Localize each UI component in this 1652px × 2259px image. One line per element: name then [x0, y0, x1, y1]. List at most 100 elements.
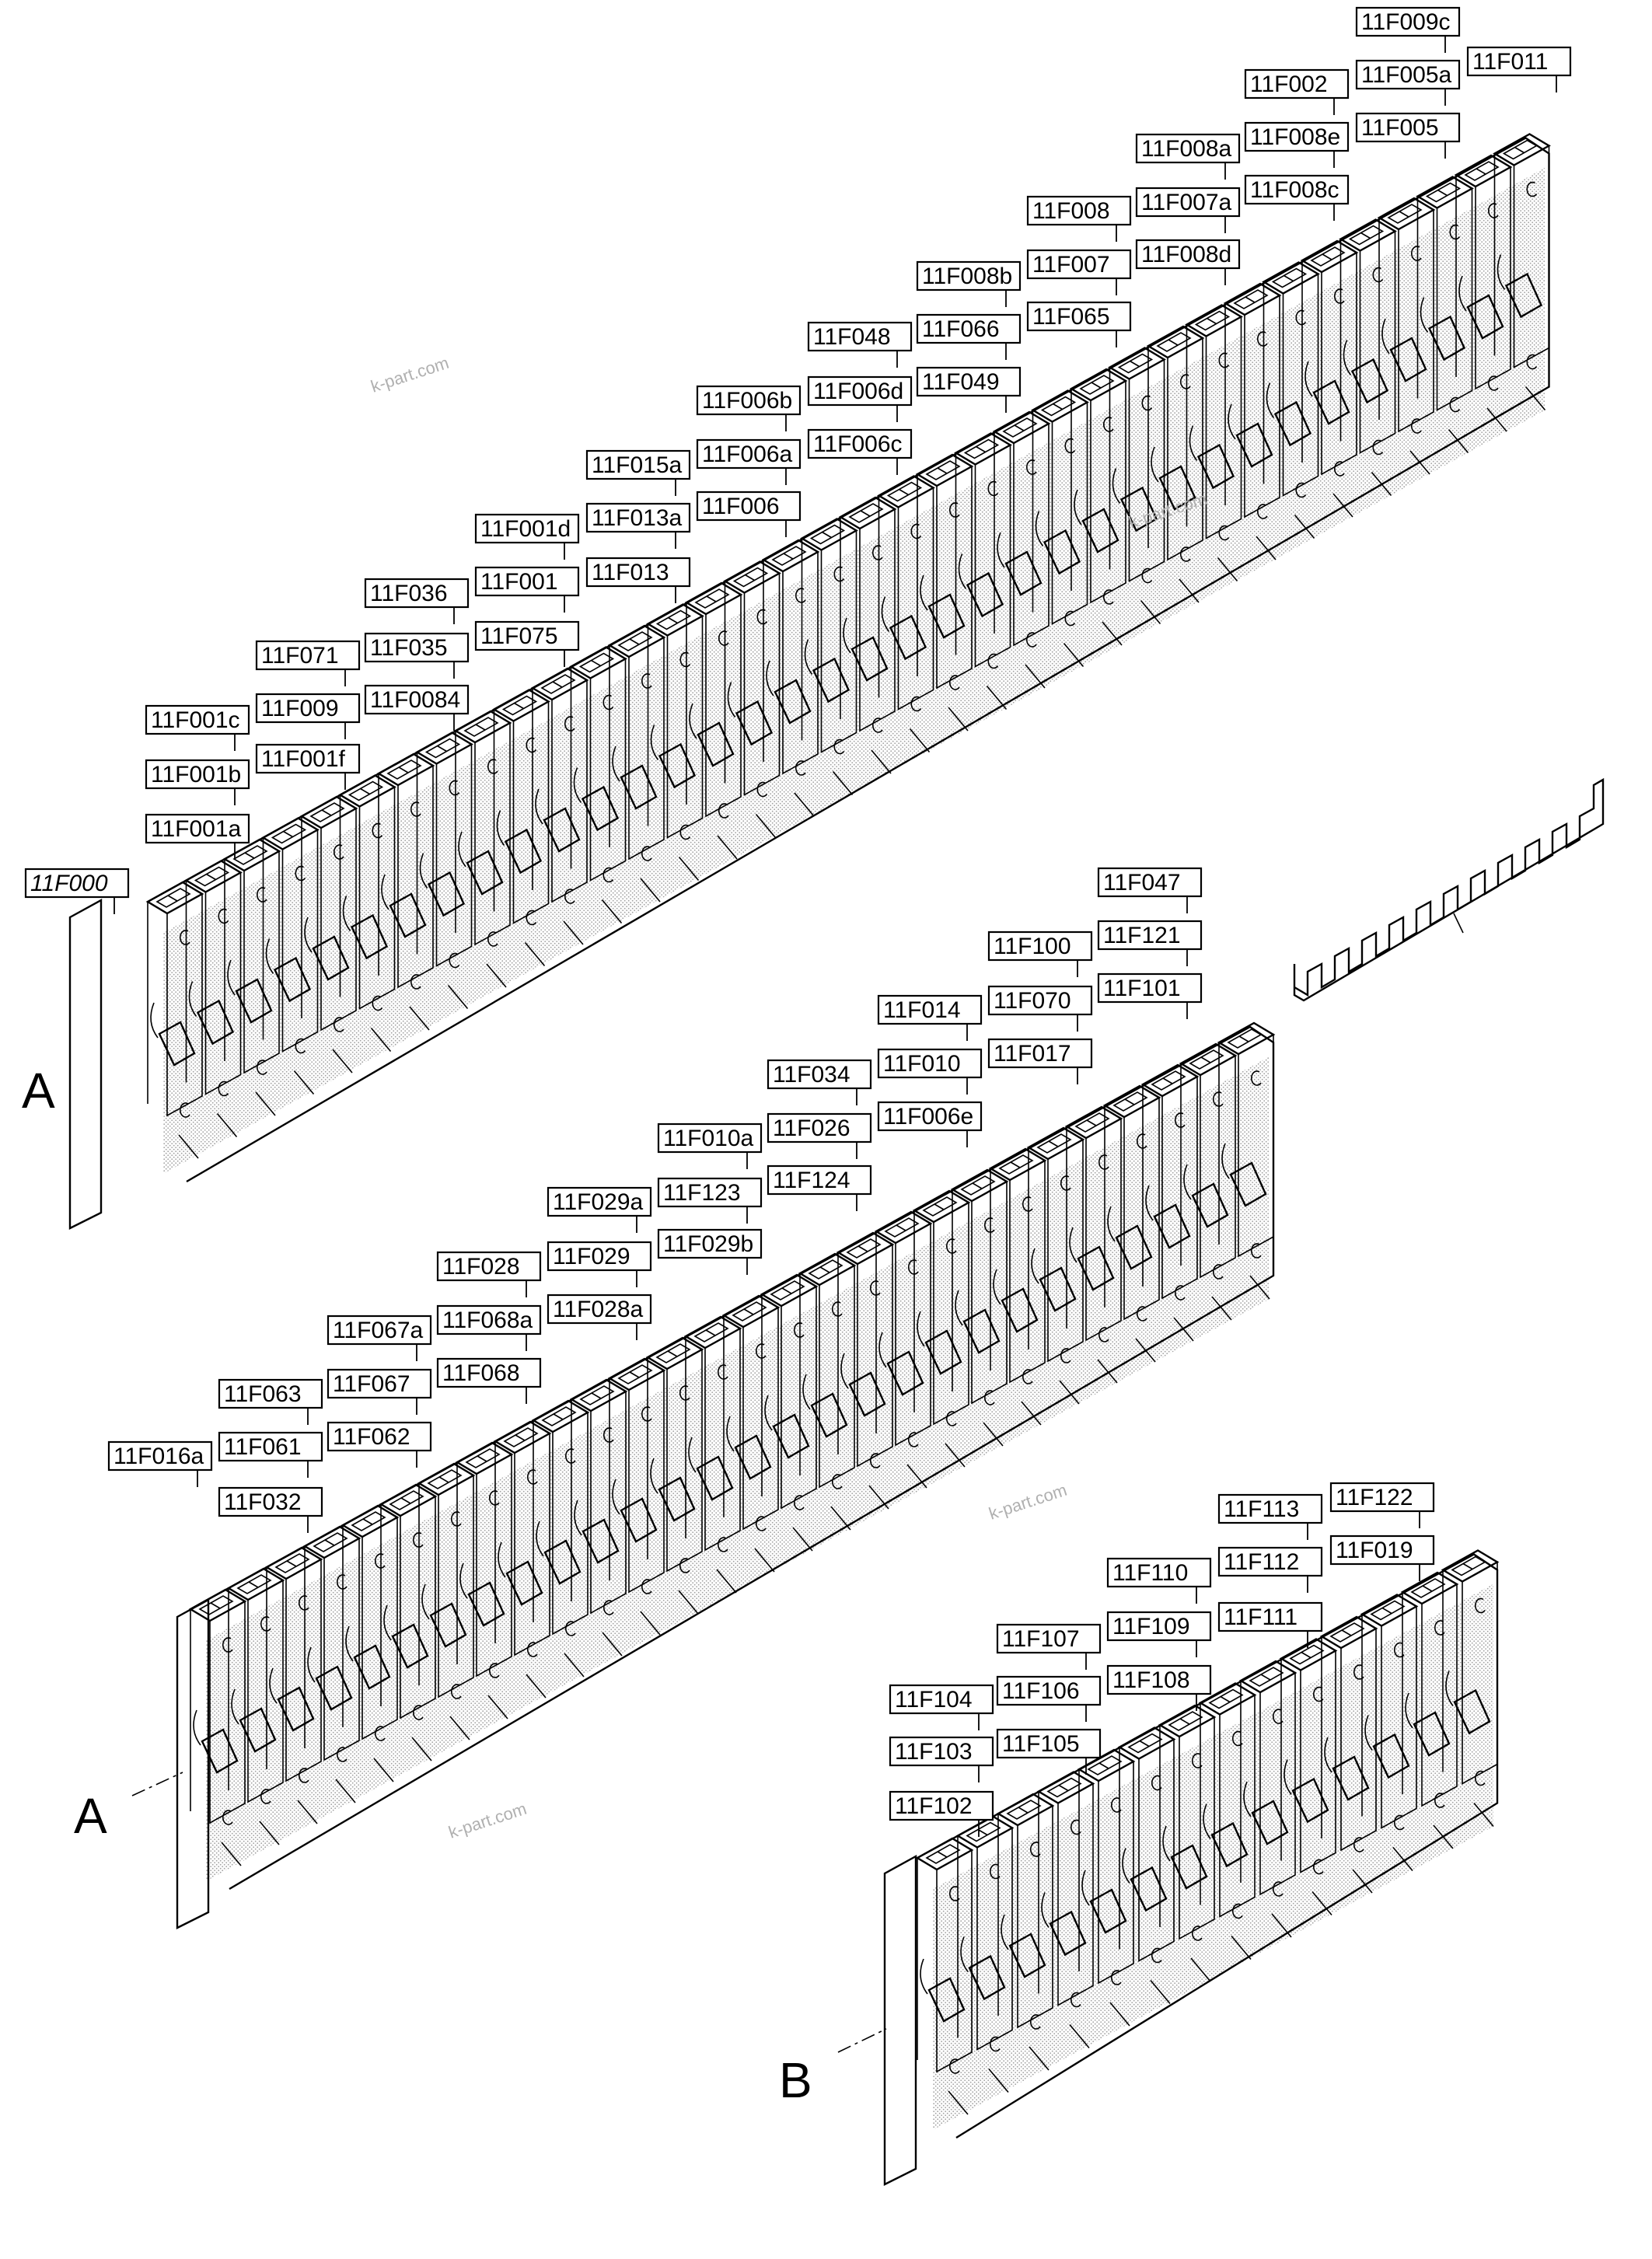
breaker-module: [531, 1399, 590, 1678]
svg-text:11F071: 11F071: [261, 643, 339, 669]
part-label: 11F110: [1106, 1557, 1212, 1604]
svg-text:11F048: 11F048: [813, 324, 891, 350]
breaker-module: [954, 432, 1012, 711]
svg-text:11F013a: 11F013a: [592, 505, 683, 531]
part-label: 11F001: [474, 566, 580, 613]
assembly-a-mid-labels: 11F016a11F03211F06111F06311F06211F06711F…: [107, 867, 1203, 1533]
breaker-module: [1319, 1615, 1378, 1894]
svg-text:11F108: 11F108: [1112, 1667, 1190, 1693]
part-label: 11F009: [255, 693, 361, 739]
part-label: 11F100: [987, 930, 1093, 977]
svg-text:11F009c: 11F009c: [1361, 9, 1451, 35]
breaker-module: [417, 1462, 476, 1741]
svg-text:11F016a: 11F016a: [114, 1444, 204, 1469]
breaker-module: [569, 646, 627, 924]
part-label: 11F111: [1217, 1601, 1323, 1648]
part-label: 11F019: [1329, 1535, 1435, 1581]
part-label: 11F010: [877, 1048, 983, 1095]
breaker-module: [302, 1525, 361, 1803]
svg-text:11F001b: 11F001b: [151, 762, 241, 787]
busbar-comb: [1293, 777, 1605, 1002]
breaker-module: [1360, 1594, 1419, 1872]
part-label: 11F065: [1026, 301, 1132, 347]
section-letter-a-mid: A: [74, 1788, 107, 1844]
a-mid-indicator-line: [131, 1772, 183, 1796]
svg-text:11F010: 11F010: [883, 1051, 961, 1077]
breaker-module: [988, 1147, 1047, 1426]
breaker-module: [838, 496, 897, 774]
breaker-module: [1300, 239, 1359, 518]
svg-text:11F121: 11F121: [1103, 923, 1181, 948]
breaker-module: [492, 689, 550, 967]
svg-text:11F035: 11F035: [370, 635, 448, 661]
svg-text:11F019: 11F019: [1336, 1538, 1413, 1563]
part-label: 11F108: [1106, 1664, 1212, 1711]
svg-text:11F0084: 11F0084: [370, 687, 460, 713]
svg-text:11F028: 11F028: [442, 1254, 520, 1280]
svg-text:11F001a: 11F001a: [151, 816, 242, 842]
part-label: 11F006c: [807, 428, 913, 475]
svg-text:11F068a: 11F068a: [442, 1308, 533, 1333]
svg-text:11F065: 11F065: [1032, 304, 1110, 330]
breaker-module: [992, 410, 1051, 689]
part-label: 11F010a: [657, 1123, 763, 1169]
breaker-module: [836, 1231, 895, 1510]
part-label: 11F001d: [474, 513, 580, 560]
breaker-module: [1102, 1084, 1161, 1363]
breaker-module: [453, 710, 512, 988]
svg-text:11F026: 11F026: [773, 1116, 850, 1141]
breaker-module: [1339, 218, 1397, 497]
breaker-module: [1146, 325, 1205, 603]
breaker-module: [1158, 1704, 1217, 1982]
breaker-module: [607, 1357, 666, 1636]
svg-text:11F001c: 11F001c: [151, 707, 240, 733]
part-label: 11F013: [585, 557, 691, 603]
breaker-module: [874, 1210, 933, 1489]
part-label: 11F017: [987, 1038, 1093, 1084]
part-label: 11F075: [474, 620, 580, 667]
breaker-module: [188, 1588, 247, 1866]
svg-text:11F008a: 11F008a: [1141, 136, 1232, 162]
svg-text:11F036: 11F036: [370, 581, 448, 606]
svg-text:11F029a: 11F029a: [553, 1189, 644, 1215]
part-label: 11F016a: [107, 1440, 213, 1487]
breaker-module: [1108, 347, 1166, 625]
part-label: 11F067: [327, 1368, 432, 1415]
part-label: 11F008b: [916, 260, 1022, 307]
part-label: 11F001a: [145, 813, 250, 860]
svg-text:11F104: 11F104: [895, 1687, 973, 1713]
svg-text:11F032: 11F032: [224, 1489, 302, 1515]
part-label: 11F121: [1097, 920, 1203, 966]
svg-text:11F005a: 11F005a: [1361, 62, 1452, 88]
part-label: 11F112: [1217, 1546, 1323, 1593]
svg-text:11F006c: 11F006c: [813, 431, 903, 457]
watermark-3: k-part.com: [987, 1480, 1070, 1524]
breaker-module: [1069, 368, 1128, 646]
part-label: 11F007a: [1135, 187, 1241, 233]
breaker-module: [1441, 1549, 1500, 1828]
breaker-module: [299, 795, 358, 1074]
breaker-module: [955, 1815, 1015, 2093]
svg-text:11F106: 11F106: [1002, 1678, 1080, 1704]
svg-text:11F111: 11F111: [1224, 1604, 1298, 1630]
breaker-module: [493, 1420, 552, 1699]
part-label: 11F113: [1217, 1493, 1323, 1540]
svg-text:11F034: 11F034: [773, 1062, 850, 1088]
svg-text:11F006a: 11F006a: [702, 442, 793, 467]
part-label: 11F009c: [1355, 6, 1461, 53]
breaker-module: [761, 539, 820, 817]
part-label: 11F029b: [657, 1228, 763, 1275]
breaker-module: [1377, 197, 1436, 475]
part-label: 11F002: [1244, 68, 1350, 115]
part-label: 11F001f: [255, 743, 361, 790]
svg-text:11F007: 11F007: [1032, 252, 1110, 278]
part-label: 11F000: [24, 868, 130, 914]
part-label: 11F014: [877, 994, 983, 1041]
part-label: 11F104: [889, 1684, 994, 1730]
breaker-module: [721, 1294, 781, 1573]
part-label: 11F102: [889, 1790, 994, 1837]
part-label: 11F011: [1466, 46, 1572, 93]
part-label: 11F006: [696, 491, 802, 537]
breaker-module: [1117, 1727, 1176, 2005]
svg-text:11F008b: 11F008b: [922, 264, 1012, 289]
